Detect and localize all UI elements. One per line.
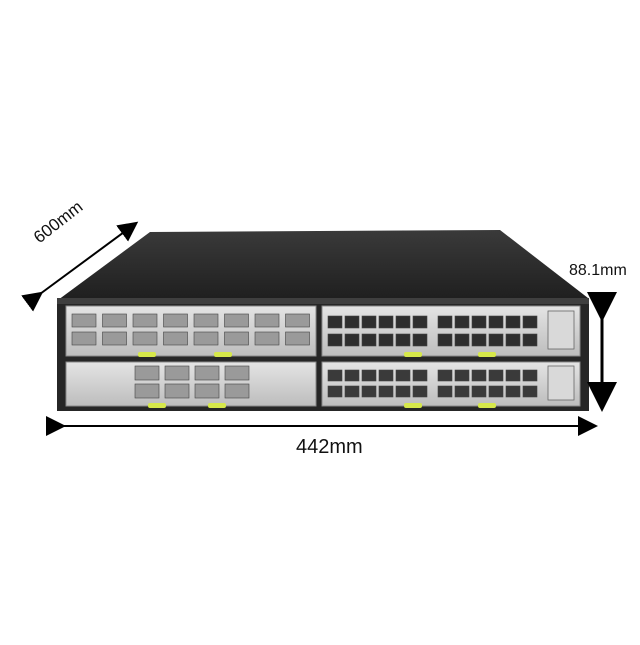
qsfp-port — [164, 383, 190, 399]
sfp-port — [471, 385, 487, 398]
module-top-right — [321, 305, 581, 357]
rj45-port — [395, 333, 411, 347]
sfp-port — [505, 385, 521, 398]
rj45-port — [437, 315, 453, 329]
rj45-port — [454, 315, 470, 329]
qsfp-port — [134, 365, 160, 381]
latch — [148, 403, 166, 408]
sfp-port — [412, 369, 428, 382]
qsfp-port — [164, 365, 190, 381]
qsfp-port — [102, 313, 127, 328]
qsfp-port — [193, 313, 219, 328]
qsfp-port — [132, 313, 158, 328]
rj45-port — [454, 333, 470, 347]
sfp-port — [505, 369, 521, 382]
qsfp-port — [132, 331, 158, 346]
rj45-port — [344, 315, 360, 329]
sfp-port — [488, 385, 504, 398]
rj45-port — [412, 333, 428, 347]
rj45-port — [412, 315, 428, 329]
qsfp-port — [254, 331, 280, 346]
sfp-port — [327, 385, 343, 398]
sfp-port — [454, 385, 470, 398]
rj45-port — [344, 333, 360, 347]
module-top-left — [65, 305, 317, 357]
qsfp-port — [71, 313, 97, 328]
rj45-port — [361, 333, 377, 347]
sfp-port — [471, 369, 487, 382]
qsfp-port — [224, 365, 250, 381]
rj45-port — [395, 315, 411, 329]
sfp-port — [344, 385, 360, 398]
qsfp-port — [193, 331, 219, 346]
latch — [138, 352, 156, 357]
rj45-port — [471, 315, 487, 329]
latch — [478, 352, 496, 357]
height-dimension-label: 88.1mm — [569, 262, 627, 279]
qsfp-port — [102, 331, 127, 346]
width-dimension-label: 442mm — [296, 436, 363, 458]
sfp-port — [395, 369, 411, 382]
qsfp-port — [285, 331, 310, 346]
sfp-port — [412, 385, 428, 398]
rj45-port — [327, 333, 343, 347]
module-bottom-left — [65, 361, 317, 408]
qsfp-port — [254, 313, 280, 328]
sfp-port — [378, 385, 394, 398]
qsfp-port — [134, 383, 160, 399]
qsfp-port — [224, 313, 249, 328]
rj45-port — [488, 315, 504, 329]
latch — [404, 403, 422, 408]
qsfp-port — [194, 383, 220, 399]
qsfp-port — [194, 365, 220, 381]
rj45-port — [437, 333, 453, 347]
sfp-port — [437, 369, 453, 382]
sfp-port — [454, 369, 470, 382]
rj45-port — [522, 315, 538, 329]
rj45-port — [505, 333, 521, 347]
sfp-port — [488, 369, 504, 382]
sfp-port — [395, 385, 411, 398]
latch — [208, 403, 226, 408]
sfp-port — [437, 385, 453, 398]
sfp-port — [378, 369, 394, 382]
qsfp-port — [224, 331, 249, 346]
rj45-port — [378, 333, 394, 347]
latch — [404, 352, 422, 357]
latch — [478, 403, 496, 408]
rj45-port — [327, 315, 343, 329]
sfp-port — [522, 369, 538, 382]
rj45-port — [522, 333, 538, 347]
rj45-port — [505, 315, 521, 329]
rj45-port — [378, 315, 394, 329]
depth-arrow — [21, 221, 139, 312]
latch — [214, 352, 232, 357]
sfp-port — [361, 385, 377, 398]
module-bottom-right — [321, 361, 581, 408]
rj45-port — [361, 315, 377, 329]
qsfp-port — [163, 313, 188, 328]
qsfp-port — [224, 383, 250, 399]
sfp-port — [344, 369, 360, 382]
rj45-port — [488, 333, 504, 347]
sfp-port — [522, 385, 538, 398]
qsfp-port — [163, 331, 188, 346]
qsfp-port — [71, 331, 97, 346]
chassis-top — [58, 230, 588, 300]
rj45-port — [471, 333, 487, 347]
sfp-port — [361, 369, 377, 382]
qsfp-port — [285, 313, 310, 328]
sfp-port — [327, 369, 343, 382]
